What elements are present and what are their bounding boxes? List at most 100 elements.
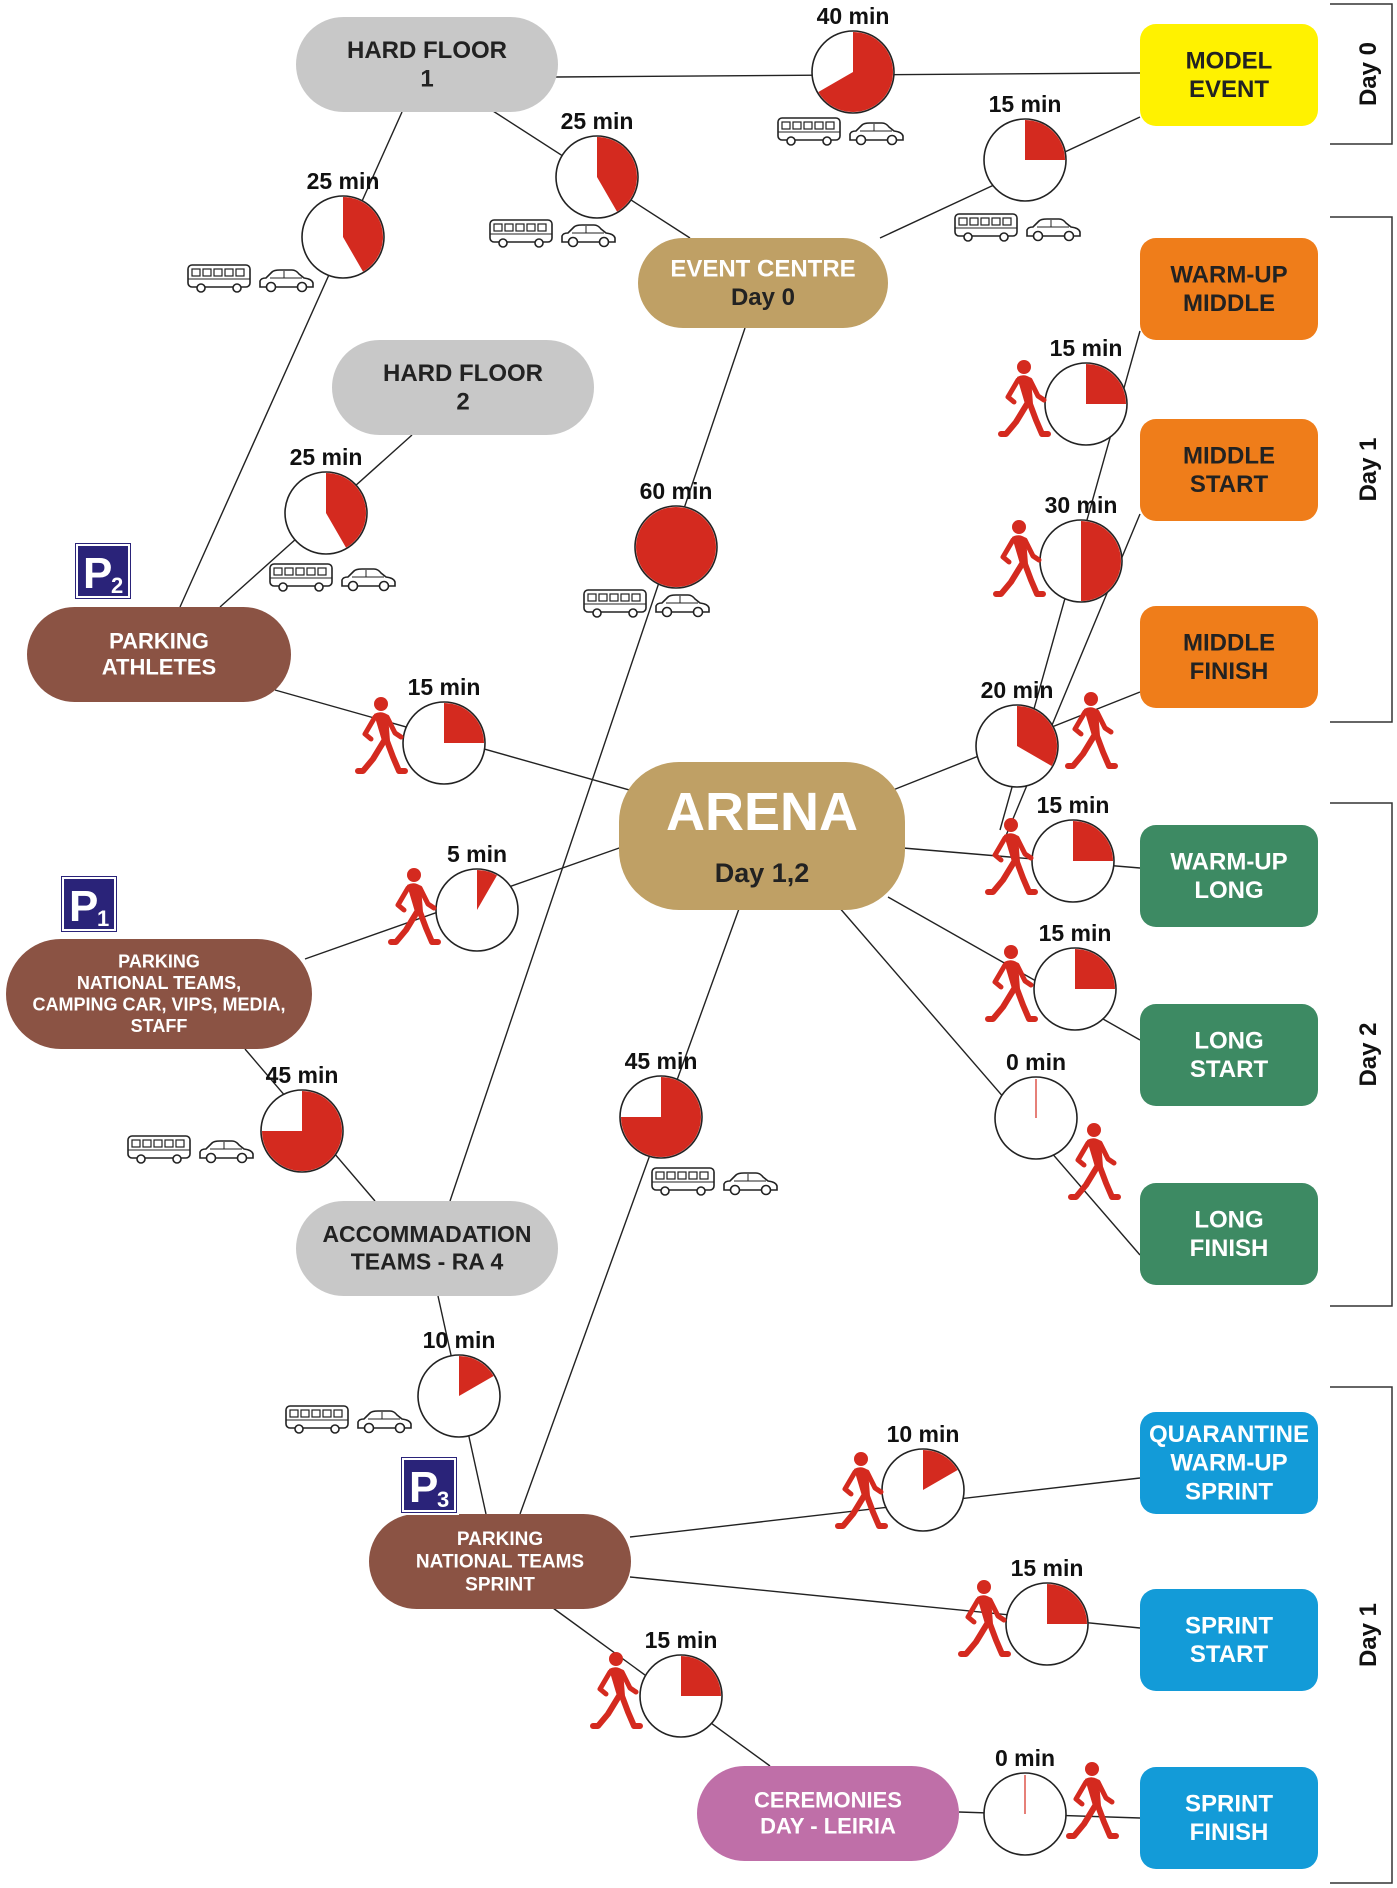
node-label: SPRINT [1185, 1790, 1273, 1817]
node-label: STAFF [131, 1016, 188, 1036]
node-label: WARM-UP [1170, 848, 1287, 875]
node-label: START [1190, 1641, 1269, 1668]
clock-fill [597, 136, 638, 212]
time-label: 0 min [1006, 1049, 1066, 1075]
clock-fill [1086, 364, 1126, 404]
node-label: EVENT CENTRE [670, 255, 855, 282]
time-label: 15 min [1039, 920, 1112, 946]
node-label: START [1190, 1056, 1269, 1083]
node-label: QUARANTINE [1149, 1421, 1309, 1448]
clock-fill [1017, 706, 1057, 766]
time-label: 5 min [447, 841, 507, 867]
time-label: 45 min [266, 1062, 339, 1088]
bus-icon [269, 563, 333, 592]
node-label: ARENA [666, 782, 858, 842]
time-label: 25 min [290, 444, 363, 470]
node-label: NATIONAL TEAMS, [77, 973, 241, 993]
node-label: HARD FLOOR [347, 37, 507, 64]
bus-icon [489, 219, 553, 248]
parking-sign-icon: P2 [73, 541, 133, 601]
node-label: DAY - LEIRIA [760, 1814, 896, 1839]
time-label: 15 min [1037, 792, 1110, 818]
clock-fill [326, 473, 366, 548]
bus-icon [777, 117, 841, 146]
connection-line [629, 1477, 1141, 1538]
time-label: 15 min [645, 1627, 718, 1653]
clock-fill [1047, 1584, 1087, 1624]
node-label: HARD FLOOR [383, 360, 543, 387]
node-label: PARKING [109, 628, 209, 653]
transfer-clock: 15 min [985, 792, 1115, 903]
transfer-clock: 15 min [954, 91, 1081, 242]
transfer-clock: 20 min [975, 677, 1118, 788]
svg-text:P: P [409, 1463, 438, 1512]
walking-person-icon [1066, 1762, 1119, 1839]
car-icon [561, 224, 616, 248]
node-label: PARKING [457, 1529, 543, 1550]
clock-fill [477, 870, 497, 910]
time-label: 40 min [817, 3, 890, 29]
transfer-clock: 25 min [489, 108, 639, 248]
connection-line [837, 905, 1141, 1256]
node-label: FINISH [1190, 658, 1269, 685]
transfer-clock: 5 min [388, 841, 519, 952]
transfer-clock: 25 min [187, 168, 385, 293]
clock-fill [459, 1356, 494, 1396]
node-label: START [1190, 471, 1269, 498]
svg-text:P: P [69, 882, 98, 931]
car-icon [655, 594, 710, 618]
time-label: 30 min [1045, 492, 1118, 518]
time-label: 15 min [408, 674, 481, 700]
bus-icon [285, 1405, 349, 1434]
clock-fill [621, 1077, 701, 1157]
clock-fill [636, 507, 716, 587]
walking-person-icon [958, 1580, 1011, 1657]
walking-person-icon [985, 945, 1038, 1022]
node-label: SPRINT [465, 1574, 535, 1595]
walking-person-icon [590, 1652, 643, 1729]
clock-fill [681, 1656, 721, 1696]
clock-fill [444, 703, 484, 743]
node-label: 1 [420, 66, 433, 93]
node-label: EVENT [1189, 76, 1269, 103]
car-icon [259, 269, 314, 293]
node-label: LONG [1194, 877, 1263, 904]
walking-person-icon [355, 697, 408, 774]
node-label: CEREMONIES [754, 1787, 902, 1812]
time-label: 10 min [887, 1421, 960, 1447]
day-label: Day 0 [1355, 42, 1382, 106]
node-label: TEAMS - RA 4 [351, 1249, 504, 1275]
node-label: Day 0 [731, 284, 795, 311]
walking-person-icon [1068, 1123, 1121, 1200]
transfer-clock: 0 min [983, 1745, 1119, 1856]
node-label: MIDDLE [1183, 290, 1275, 317]
time-label: 20 min [981, 677, 1054, 703]
transfer-clock: 30 min [993, 492, 1123, 603]
node-label: SPRINT [1185, 1478, 1273, 1505]
time-label: 15 min [1011, 1555, 1084, 1581]
clock-fill [1081, 521, 1121, 601]
transfer-clock: 15 min [355, 674, 486, 785]
node-label: SPRINT [1185, 1612, 1273, 1639]
bus-icon [127, 1135, 191, 1164]
day-label: Day 1 [1355, 437, 1382, 501]
car-icon [341, 568, 396, 592]
node-label: PARKING [118, 951, 200, 971]
transfer-clock: 40 min [777, 3, 904, 146]
transfer-clock: 15 min [985, 920, 1117, 1031]
car-icon [199, 1140, 254, 1164]
transfer-clock: 15 min [590, 1627, 723, 1738]
